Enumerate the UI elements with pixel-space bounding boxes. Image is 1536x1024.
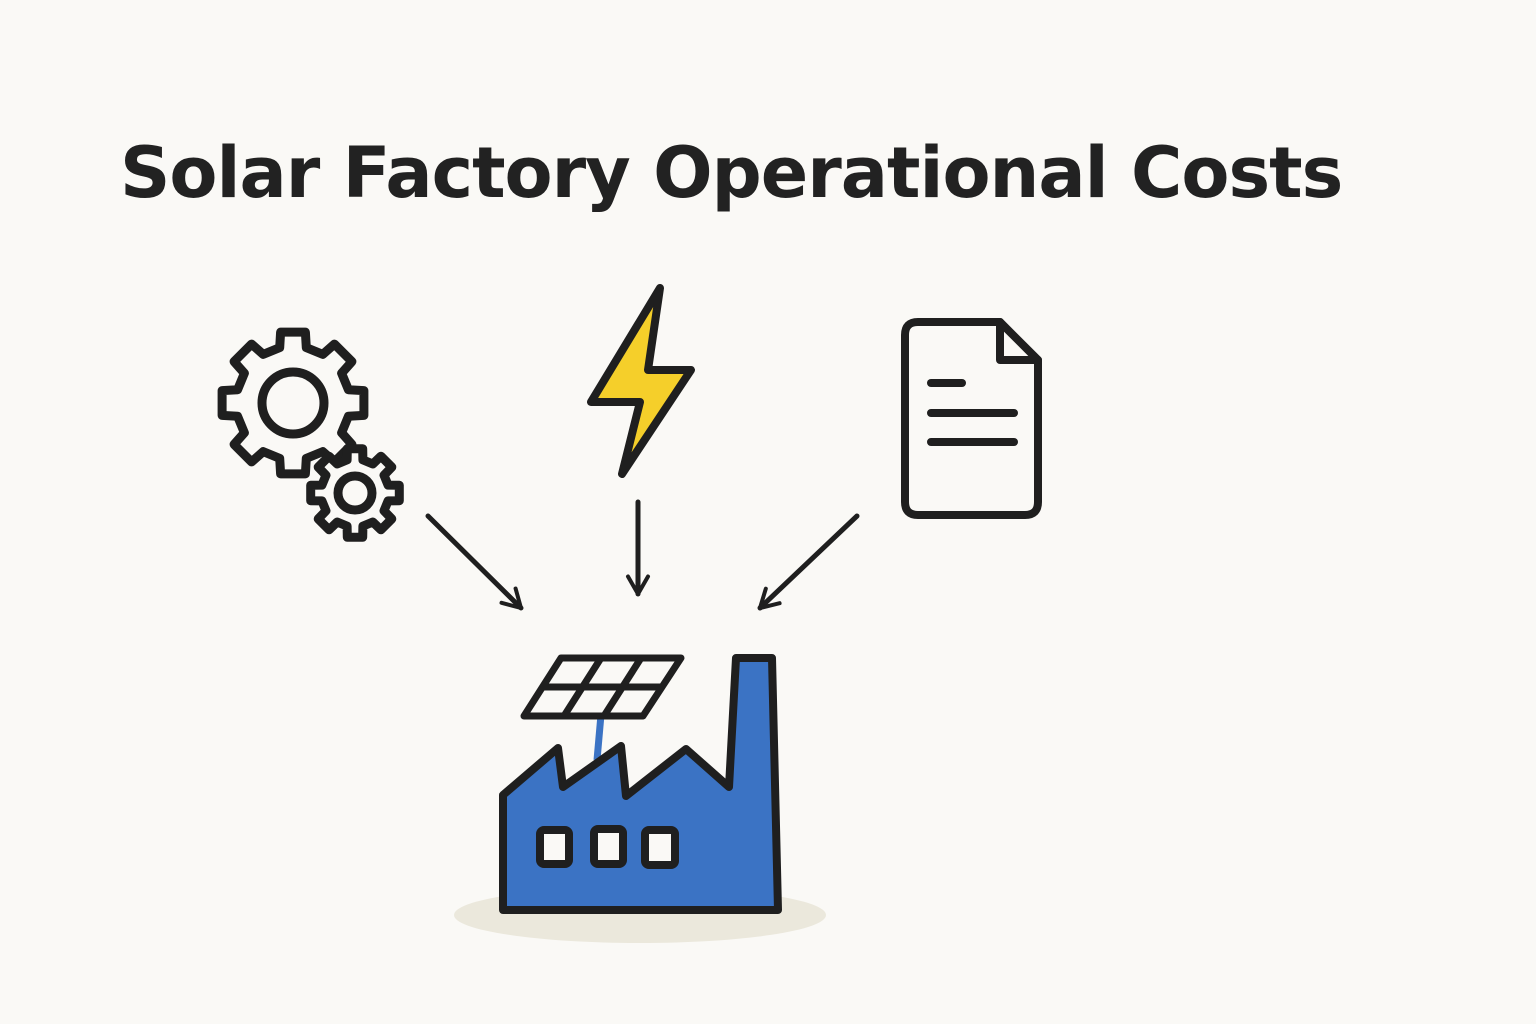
factory-windows	[536, 825, 679, 869]
large-gear-icon	[217, 327, 369, 479]
diagram-title: Solar Factory Operational Costs	[120, 132, 1343, 214]
solar-factory-icon	[454, 654, 826, 943]
small-gear-hole	[333, 471, 377, 515]
document-icon	[901, 318, 1042, 519]
small-gear-icon	[306, 444, 404, 542]
large-gear-hole	[257, 367, 329, 439]
solar-panel-icon	[520, 654, 685, 720]
document-fold	[996, 318, 1042, 364]
arrow-gears-to-factory	[425, 513, 524, 611]
gears-icon	[217, 327, 404, 542]
arrow-documents-to-factory	[757, 513, 860, 611]
lightning-bolt-icon	[587, 284, 695, 478]
